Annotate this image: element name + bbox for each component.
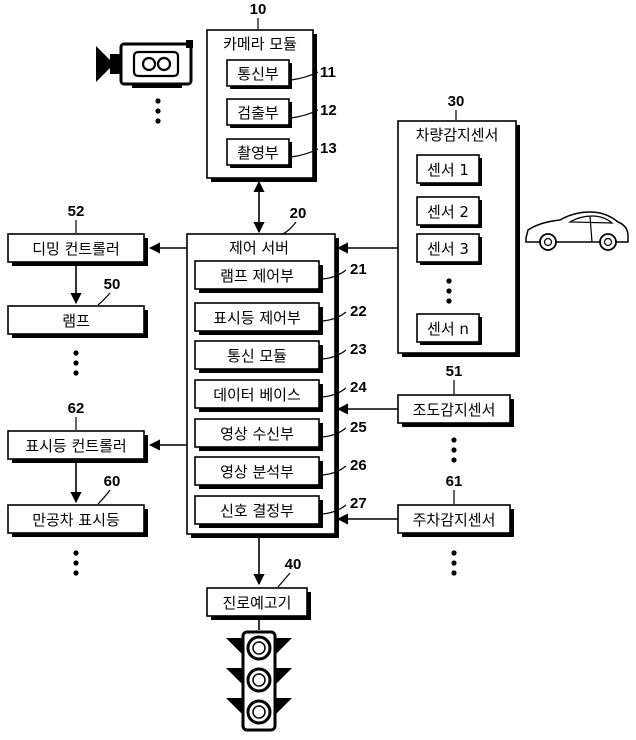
server-item-indicator-control: 표시등 제어부 [194,302,323,335]
sensor-1: 센서 1 [416,154,482,186]
svg-text:데이터 베이스: 데이터 베이스 [213,386,301,404]
svg-text:센서 1: 센서 1 [427,161,469,179]
illumination-ellipsis [451,437,457,463]
camera-item-detection: 검출부 [226,98,292,128]
ref-60: 60 [104,473,121,490]
svg-text:영상 수신부: 영상 수신부 [220,425,294,443]
ref-21: 21 [350,261,367,278]
ref-62: 62 [68,400,85,417]
svg-text:센서 3: 센서 3 [427,240,469,258]
svg-text:표시등 컨트롤러: 표시등 컨트롤러 [25,437,126,455]
camera-item-capture: 촬영부 [226,138,292,168]
video-camera-icon [96,40,193,88]
ref-25: 25 [350,419,367,436]
svg-text:진로예고기: 진로예고기 [222,594,291,612]
ref-51: 51 [446,363,463,380]
camera-module-title: 카메라 모듈 [223,35,297,53]
parking-sensor: 주차감지센서 61 [397,473,514,537]
svg-text:센서 n: 센서 n [427,320,469,338]
server-item-lamp-control: 램프 제어부 [194,260,323,293]
ref-13: 13 [320,140,337,157]
sensor-n: 센서 n [416,313,482,345]
ref-61: 61 [446,473,463,490]
ref-40: 40 [285,556,302,573]
ref-26: 26 [350,457,367,474]
vehicle-sensor-ref: 30 [448,93,465,110]
svg-text:통신부: 통신부 [237,65,279,83]
svg-text:조도감지센서: 조도감지센서 [413,401,496,419]
full-parking-indicator: 만공차 표시등 60 [7,473,148,537]
camera-module-ref: 10 [250,1,267,18]
ref-50: 50 [104,276,121,293]
control-server: 제어 서버 20 램프 제어부 표시등 제어부 통신 모듈 데이터 베이스 영상… [186,205,367,538]
ref-27: 27 [350,495,367,512]
svg-text:통신 모듈: 통신 모듈 [227,347,287,365]
camera-item-communication: 통신부 [226,59,292,89]
svg-text:램프 제어부: 램프 제어부 [220,267,294,285]
lamp: 램프 50 [7,276,148,338]
ref-23: 23 [350,341,367,358]
dimming-controller: 디밍 컨트롤러 52 [7,203,148,266]
sensor-2: 센서 2 [416,196,482,228]
svg-text:촬영부: 촬영부 [237,144,279,162]
control-server-title: 제어 서버 [229,239,289,257]
ref-52: 52 [68,203,85,220]
sensor-3: 센서 3 [416,233,482,265]
svg-text:센서 2: 센서 2 [427,203,469,221]
ref-12: 12 [320,102,337,119]
car-icon [525,211,629,251]
svg-text:표시등 제어부: 표시등 제어부 [213,309,301,327]
ref-24: 24 [350,379,367,396]
svg-text:램프: 램프 [62,312,90,330]
server-item-image-analyzer: 영상 분석부 [194,456,323,489]
svg-text:만공차 표시등: 만공차 표시등 [32,511,120,529]
svg-text:주차감지센서: 주차감지센서 [413,511,496,529]
indicator-ellipsis [73,550,79,576]
parking-ellipsis [451,550,457,576]
server-item-image-receiver: 영상 수신부 [194,418,323,451]
lamp-ellipsis [73,350,79,376]
vehicle-detection-sensor: 차량감지센서 30 센서 1 센서 2 센서 3 센서 n [397,93,520,357]
traffic-light-icon [226,630,292,732]
svg-text:영상 분석부: 영상 분석부 [220,463,294,481]
svg-text:신호 결정부: 신호 결정부 [220,502,294,520]
svg-text:디밍 컨트롤러: 디밍 컨트롤러 [32,240,120,258]
ref-11: 11 [320,64,336,81]
illumination-sensor: 조도감지센서 51 [397,363,514,427]
camera-ellipsis [155,98,161,124]
vehicle-sensor-title: 차량감지센서 [416,126,499,144]
indicator-controller: 표시등 컨트롤러 62 [7,400,148,463]
server-item-database: 데이터 베이스 [194,379,323,412]
server-item-communication-module: 통신 모듈 [194,340,323,373]
route-indicator: 진로예고기 40 [206,556,311,620]
ref-22: 22 [350,303,367,320]
svg-text:검출부: 검출부 [237,104,279,122]
server-item-signal-decision: 신호 결정부 [194,495,323,528]
control-server-ref: 20 [290,205,307,222]
camera-module: 카메라 모듈 10 통신부 검출부 촬영부 11 12 13 [206,1,337,182]
